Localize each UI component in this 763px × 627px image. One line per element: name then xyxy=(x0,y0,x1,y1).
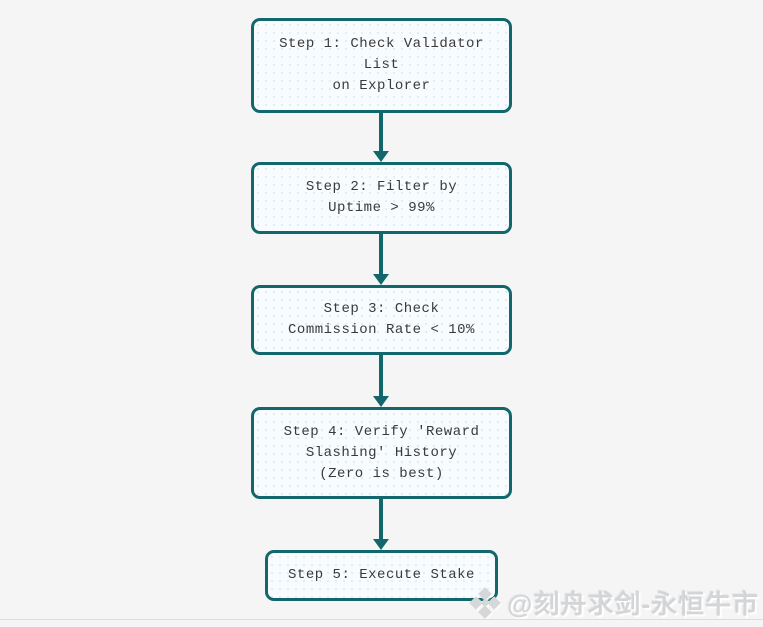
step-4-box: Step 4: Verify 'Reward Slashing' History… xyxy=(251,407,512,499)
arrow-shaft xyxy=(379,499,383,539)
step-4-line: Slashing' History xyxy=(305,444,458,461)
step-3-line: Step 3: Check xyxy=(323,301,440,317)
diamond-logo-icon xyxy=(469,586,501,619)
step-4-line: Step 4: Verify 'Reward xyxy=(283,423,480,440)
flow-arrow-1 xyxy=(373,113,389,162)
step-2-box: Step 2: Filter by Uptime > 99% xyxy=(251,162,512,234)
step-1-line: Step 1: Check Validator xyxy=(279,36,484,52)
step-1-line: on Explorer xyxy=(332,78,431,94)
watermark: @刻舟求剑-永恒牛市 xyxy=(468,584,759,621)
step-2-line: Uptime > 99% xyxy=(328,200,435,216)
step-5-box: Step 5: Execute Stake xyxy=(265,550,498,601)
bottom-divider xyxy=(0,619,763,620)
arrow-down-icon xyxy=(373,539,389,550)
arrow-shaft xyxy=(379,113,383,151)
step-4-line: (Zero is best) xyxy=(319,465,444,482)
arrow-shaft xyxy=(379,355,383,396)
watermark-handle: @刻舟求剑-永恒牛市 xyxy=(506,589,759,619)
arrow-shaft xyxy=(379,234,383,274)
step-1-box: Step 1: Check Validator List on Explorer xyxy=(251,18,512,113)
flow-arrow-2 xyxy=(373,234,389,285)
step-5-line: Step 5: Execute Stake xyxy=(288,567,475,583)
step-3-box: Step 3: Check Commission Rate < 10% xyxy=(251,285,512,355)
step-1-line: List xyxy=(363,57,400,73)
step-3-line: Commission Rate < 10% xyxy=(288,322,475,338)
arrow-down-icon xyxy=(373,274,389,285)
flow-arrow-3 xyxy=(373,355,389,407)
flow-arrow-4 xyxy=(373,499,389,550)
arrow-down-icon xyxy=(373,151,389,162)
step-2-line: Step 2: Filter by xyxy=(305,179,458,195)
arrow-down-icon xyxy=(373,396,389,407)
